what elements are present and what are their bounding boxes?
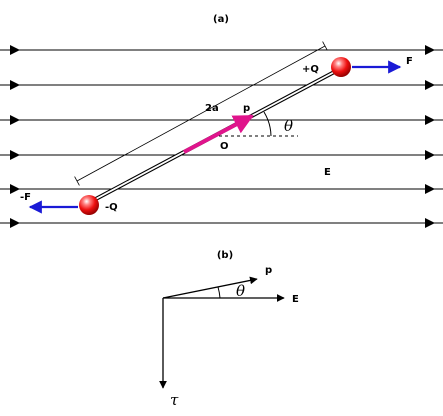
moment-vector-arrow: [162, 276, 258, 299]
moment-vector-label: p: [265, 265, 272, 276]
field-line: [0, 80, 443, 90]
torque-label: τ: [170, 391, 179, 409]
negative-charge-ball: [79, 195, 99, 215]
positive-charge-label: +Q: [302, 64, 319, 75]
field-line: [0, 115, 443, 125]
field-line: [0, 45, 443, 55]
field-line: [0, 150, 443, 160]
length-dimension: [74, 41, 328, 186]
angle-arc: [263, 111, 272, 137]
field-line: [0, 218, 443, 228]
angle-label-b: θ: [236, 282, 245, 300]
positive-charge-ball: [331, 57, 351, 77]
field-lines: [0, 45, 443, 228]
field-vector-label: E: [292, 294, 299, 305]
angle-arc-b: [217, 286, 221, 299]
force-positive-label: F: [406, 56, 413, 67]
dipole-moment-arrow: [183, 114, 254, 154]
panel-a-caption: (a): [213, 14, 229, 25]
field-label: E: [324, 167, 331, 178]
moment-label: p: [243, 103, 250, 114]
length-label: 2a: [205, 103, 219, 114]
panel-b-caption: (b): [217, 250, 233, 261]
center-label: O: [220, 141, 229, 152]
angle-label: θ: [284, 117, 293, 135]
negative-charge-label: -Q: [105, 202, 118, 213]
force-negative-label: -F: [20, 192, 31, 203]
field-line: [0, 184, 443, 194]
